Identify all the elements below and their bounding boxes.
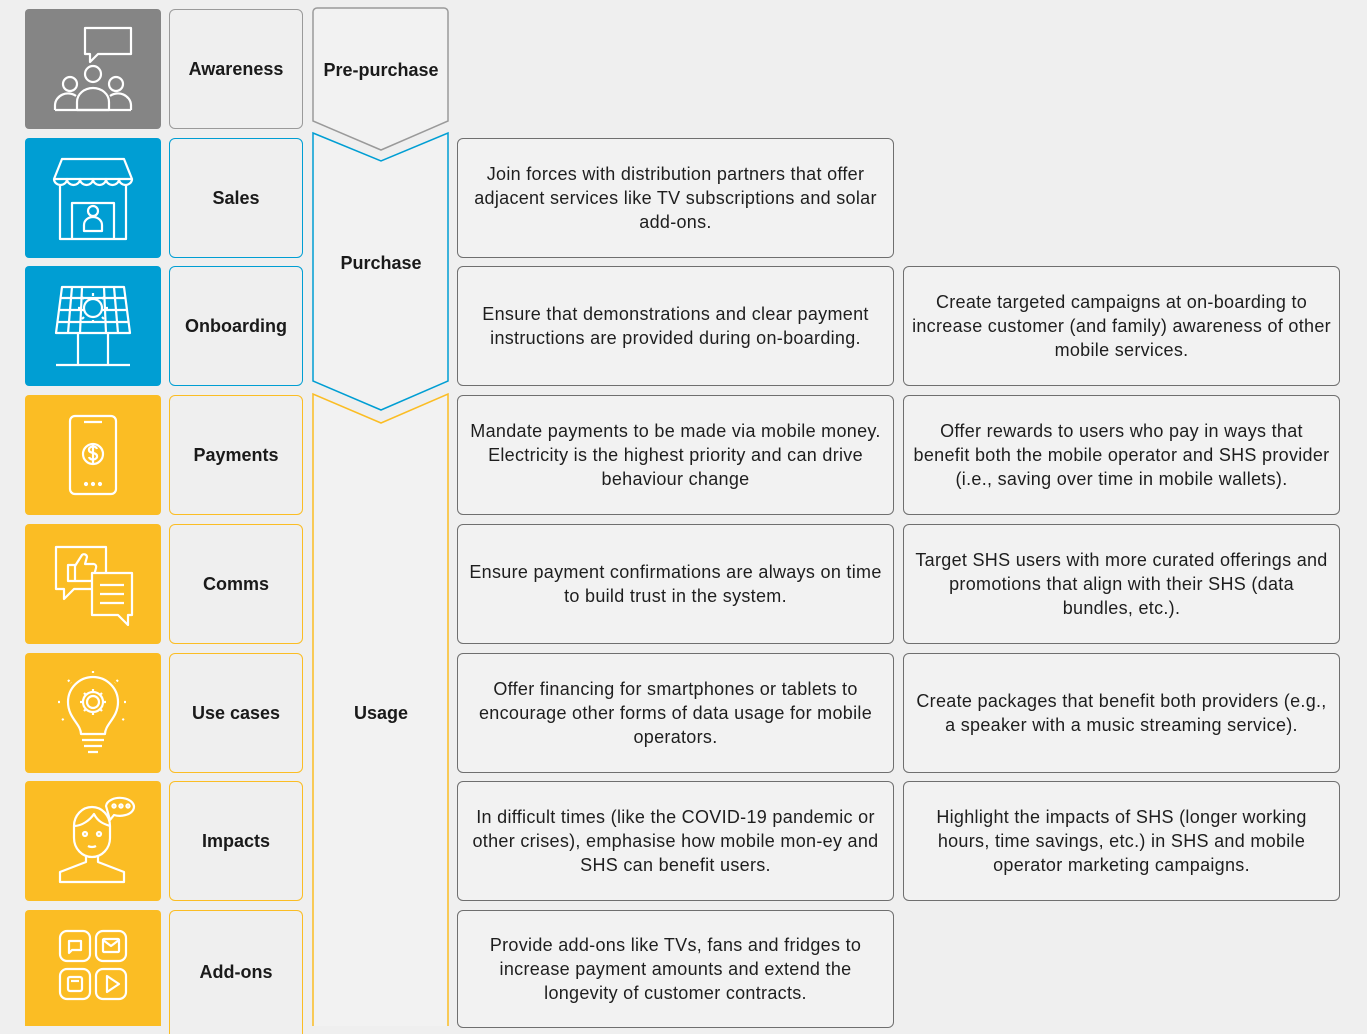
recommendation-comms-b: Target SHS users with more curated offer… (903, 524, 1340, 644)
recommendation-onboarding-a: Ensure that demonstrations and clear pay… (457, 266, 894, 386)
apps-grid-icon (58, 929, 128, 1001)
row-icon-awareness (25, 9, 161, 129)
audience-speech-icon (53, 26, 133, 112)
recommendation-impacts-b: Highlight the impacts of SHS (longer wor… (903, 781, 1340, 901)
phase-chevron-usage (312, 392, 449, 1026)
solar-panel-icon (54, 285, 132, 367)
row-icon-sales (25, 138, 161, 258)
recommendation-onboarding-b: Create targeted campaigns at on-boarding… (903, 266, 1340, 386)
recommendation-addons-a: Provide add-ons like TVs, fans and fridg… (457, 910, 894, 1028)
row-label-comms: Comms (169, 524, 303, 644)
row-label-awareness: Awareness (169, 9, 303, 129)
row-icon-addons (25, 910, 161, 1026)
lightbulb-gear-icon (58, 671, 128, 754)
row-icon-payments (25, 395, 161, 515)
row-icon-impacts (25, 781, 161, 901)
recommendation-usecases-b: Create packages that benefit both provid… (903, 653, 1340, 773)
phase-chevron-purchase (312, 131, 449, 411)
mobile-money-phone-icon (68, 414, 118, 496)
shop-stall-icon (52, 157, 134, 241)
row-label-impacts: Impacts (169, 781, 303, 901)
row-label-onboarding: Onboarding (169, 266, 303, 386)
row-icon-usecases (25, 653, 161, 773)
recommendation-comms-a: Ensure payment confirmations are always … (457, 524, 894, 644)
recommendation-impacts-a: In difficult times (like the COVID-19 pa… (457, 781, 894, 901)
recommendation-payments-b: Offer rewards to users who pay in ways t… (903, 395, 1340, 515)
row-label-usecases: Use cases (169, 653, 303, 773)
row-icon-comms (25, 524, 161, 644)
row-label-payments: Payments (169, 395, 303, 515)
phase-label-purchase: Purchase (340, 253, 422, 273)
recommendation-payments-a: Mandate payments to be made via mobile m… (457, 395, 894, 515)
row-label-addons: Add-ons (169, 910, 303, 1034)
recommendation-sales-a: Join forces with distribution partners t… (457, 138, 894, 258)
phase-chevron-pre-purchase (312, 7, 449, 151)
person-thinking-icon (58, 796, 136, 884)
phase-label-usage: Usage (353, 703, 409, 723)
row-icon-onboarding (25, 266, 161, 386)
row-label-sales: Sales (169, 138, 303, 258)
recommendation-usecases-a: Offer financing for smartphones or table… (457, 653, 894, 773)
chat-thumbs-up-icon (54, 545, 134, 627)
phase-label-pre-purchase: Pre-purchase (323, 60, 439, 80)
